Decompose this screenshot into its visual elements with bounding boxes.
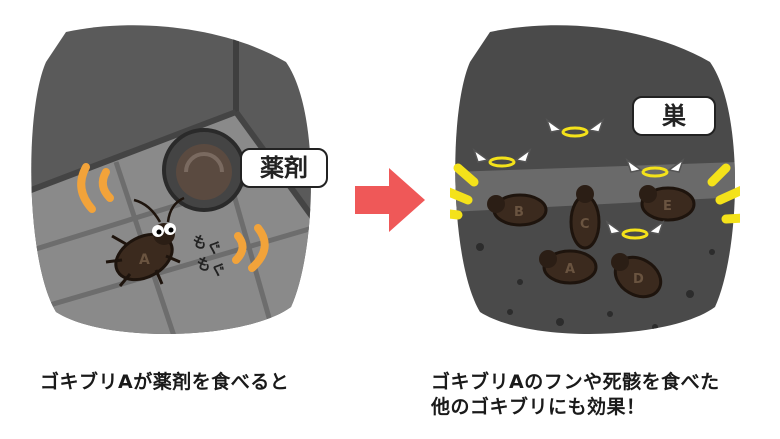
cockroach-a-icon: A: [105, 196, 185, 287]
right-caption: ゴキブリAのフンや死骸を食べた 他のゴキブリにも効果！: [431, 370, 771, 420]
angel-halo-icon: [472, 118, 685, 240]
motion-lines-icon: [77, 163, 269, 272]
roach-letter: E: [663, 199, 672, 214]
bait-label-bubble: 薬剤: [240, 148, 328, 188]
burst-lines-icon: [450, 163, 740, 224]
roach-letter: C: [580, 217, 590, 232]
roach-letter: D: [633, 272, 644, 287]
dead-cockroach-a-icon: A: [539, 249, 598, 285]
nest-label-bubble: 巣: [632, 96, 716, 136]
dead-cockroach-d-icon: D: [611, 253, 663, 299]
roach-letter: A: [565, 262, 575, 277]
roach-letter: B: [514, 205, 524, 220]
right-caption-line-2: 他のゴキブリにも効果！: [431, 396, 646, 418]
right-caption-line-1: ゴキブリAのフンや死骸を食べた: [431, 371, 720, 393]
right-scene-panel: B C E A D: [450, 22, 740, 342]
left-caption: ゴキブリAが薬剤を食べると: [40, 371, 290, 393]
dead-cockroach-b-icon: B: [487, 193, 548, 227]
right-arrow-icon: [355, 168, 425, 232]
dead-cockroach-e-icon: E: [639, 185, 696, 222]
dead-cockroach-c-icon: C: [569, 185, 601, 250]
roach-letter: A: [139, 252, 150, 268]
right-scene-illustration: B C E A D: [450, 25, 740, 334]
